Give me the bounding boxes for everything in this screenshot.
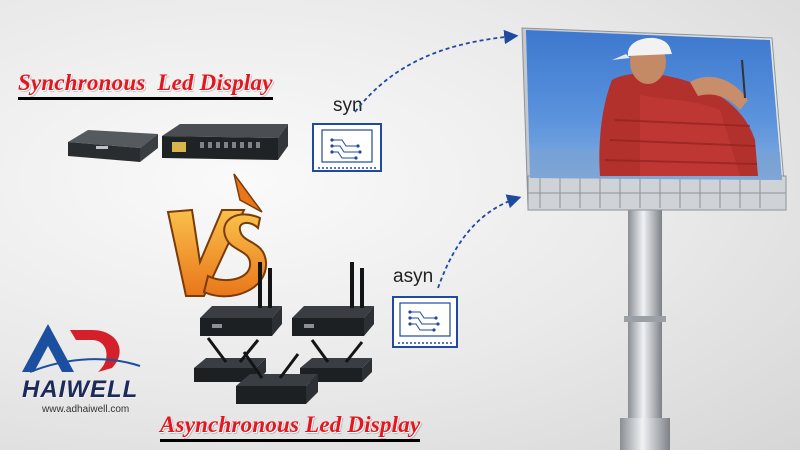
billboard-pole: [620, 200, 670, 450]
sending-box-icon: [68, 130, 158, 162]
wifi-antenna-player-icon: [292, 262, 374, 336]
async-mode-label: asyn: [393, 266, 434, 287]
controller-card-icon: [392, 296, 458, 348]
controller-card-icon: [312, 123, 382, 172]
brand-website: www.adhaiwell.com: [42, 404, 130, 415]
async-arrow-icon: [437, 194, 522, 289]
async-title: Asynchronous Led Display: [160, 412, 421, 442]
vs-mark: [166, 173, 268, 298]
sync-arrow-icon: [354, 29, 519, 113]
ad-logo-icon: [22, 324, 141, 373]
brand-name: HAIWELL: [22, 376, 139, 403]
rack-sender-icon: [162, 124, 288, 160]
wifi-antenna-player-icon: [200, 262, 282, 336]
wifi-antenna-player-icon: [236, 351, 318, 404]
billboard-icon: [526, 30, 782, 180]
sync-title: Synchronous Led Display: [18, 70, 273, 100]
